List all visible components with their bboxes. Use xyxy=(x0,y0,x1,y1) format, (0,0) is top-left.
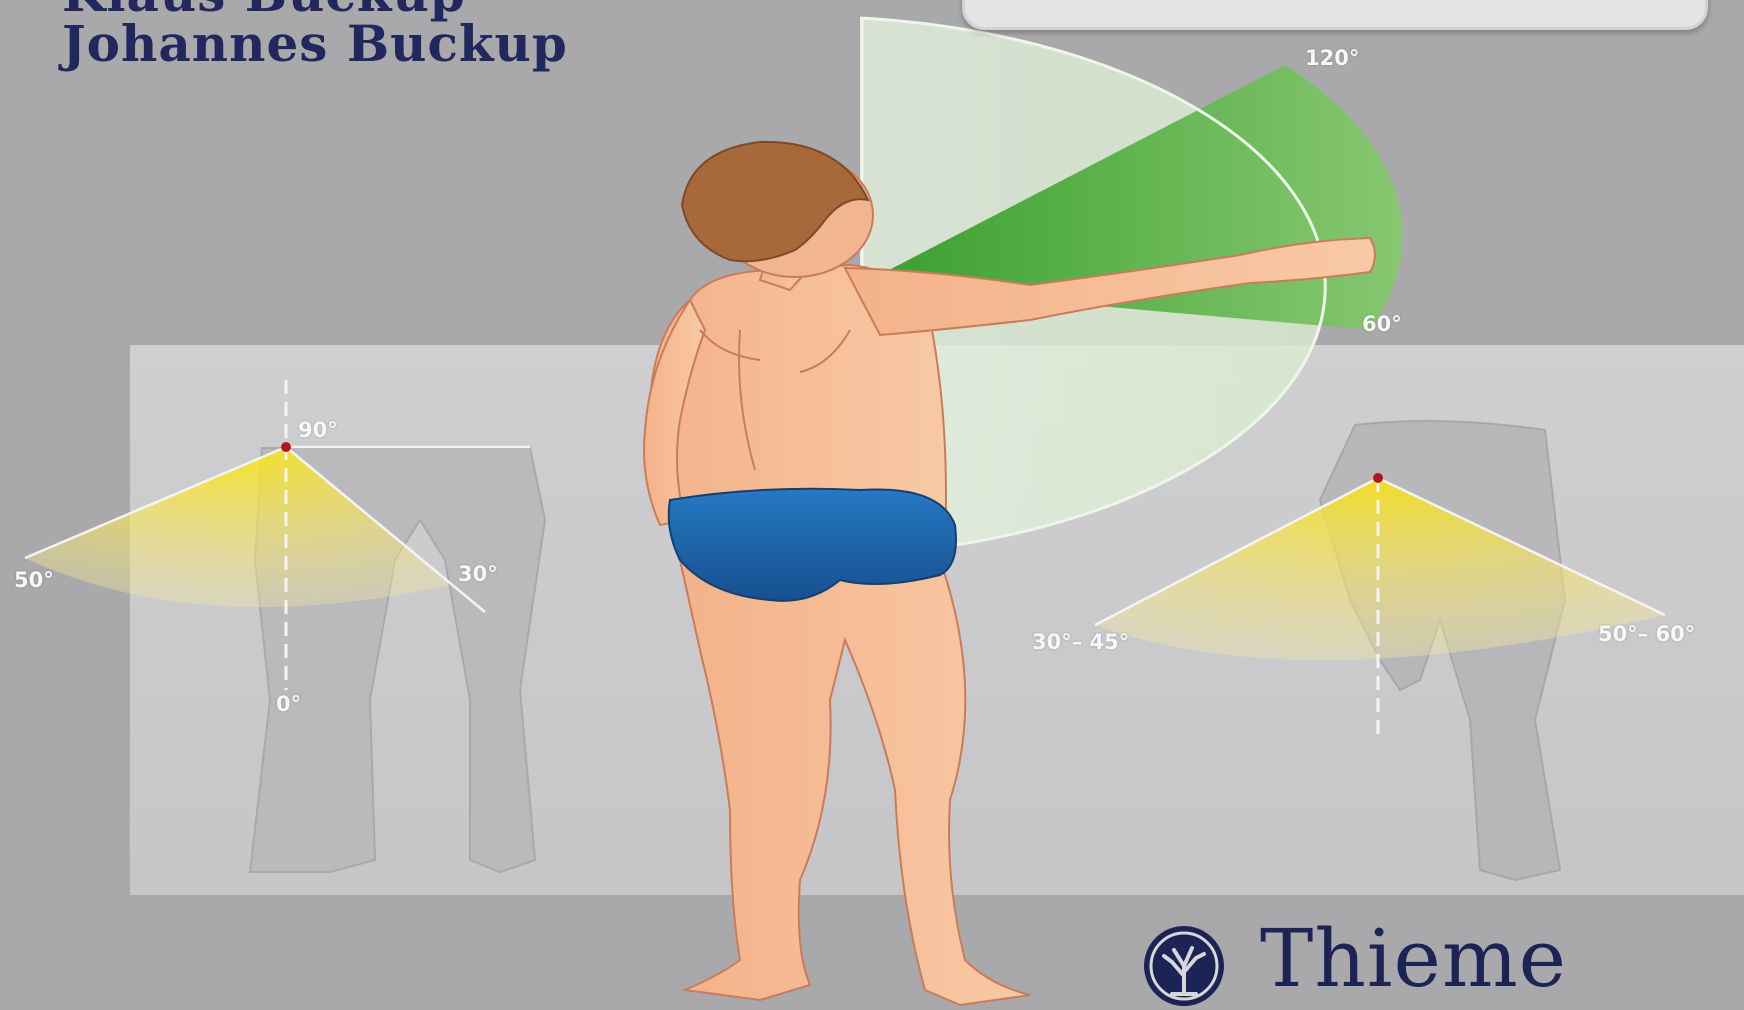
arm-lower-angle-label: 60° xyxy=(1362,312,1402,336)
left-hip-left-angle-label: 50° xyxy=(14,568,54,592)
right-hip-angle-diagram xyxy=(1095,473,1665,740)
left-hip-right-angle-label: 30° xyxy=(458,562,498,586)
header-badge xyxy=(962,0,1708,30)
arm-upper-angle-label: 120° xyxy=(1305,46,1359,70)
left-hip-top-angle-label: 90° xyxy=(298,418,338,442)
right-hip-left-angle-label: 30°– 45° xyxy=(1032,630,1129,654)
tree-emblem-icon xyxy=(1142,924,1226,1008)
right-hip-right-angle-label: 50°– 60° xyxy=(1598,622,1695,646)
publisher-mark: Thieme xyxy=(1142,918,1742,1010)
left-hip-bottom-angle-label: 0° xyxy=(276,692,301,716)
publisher-name: Thieme xyxy=(1260,912,1567,1005)
author-line-2: Johannes Buckup xyxy=(62,14,568,73)
